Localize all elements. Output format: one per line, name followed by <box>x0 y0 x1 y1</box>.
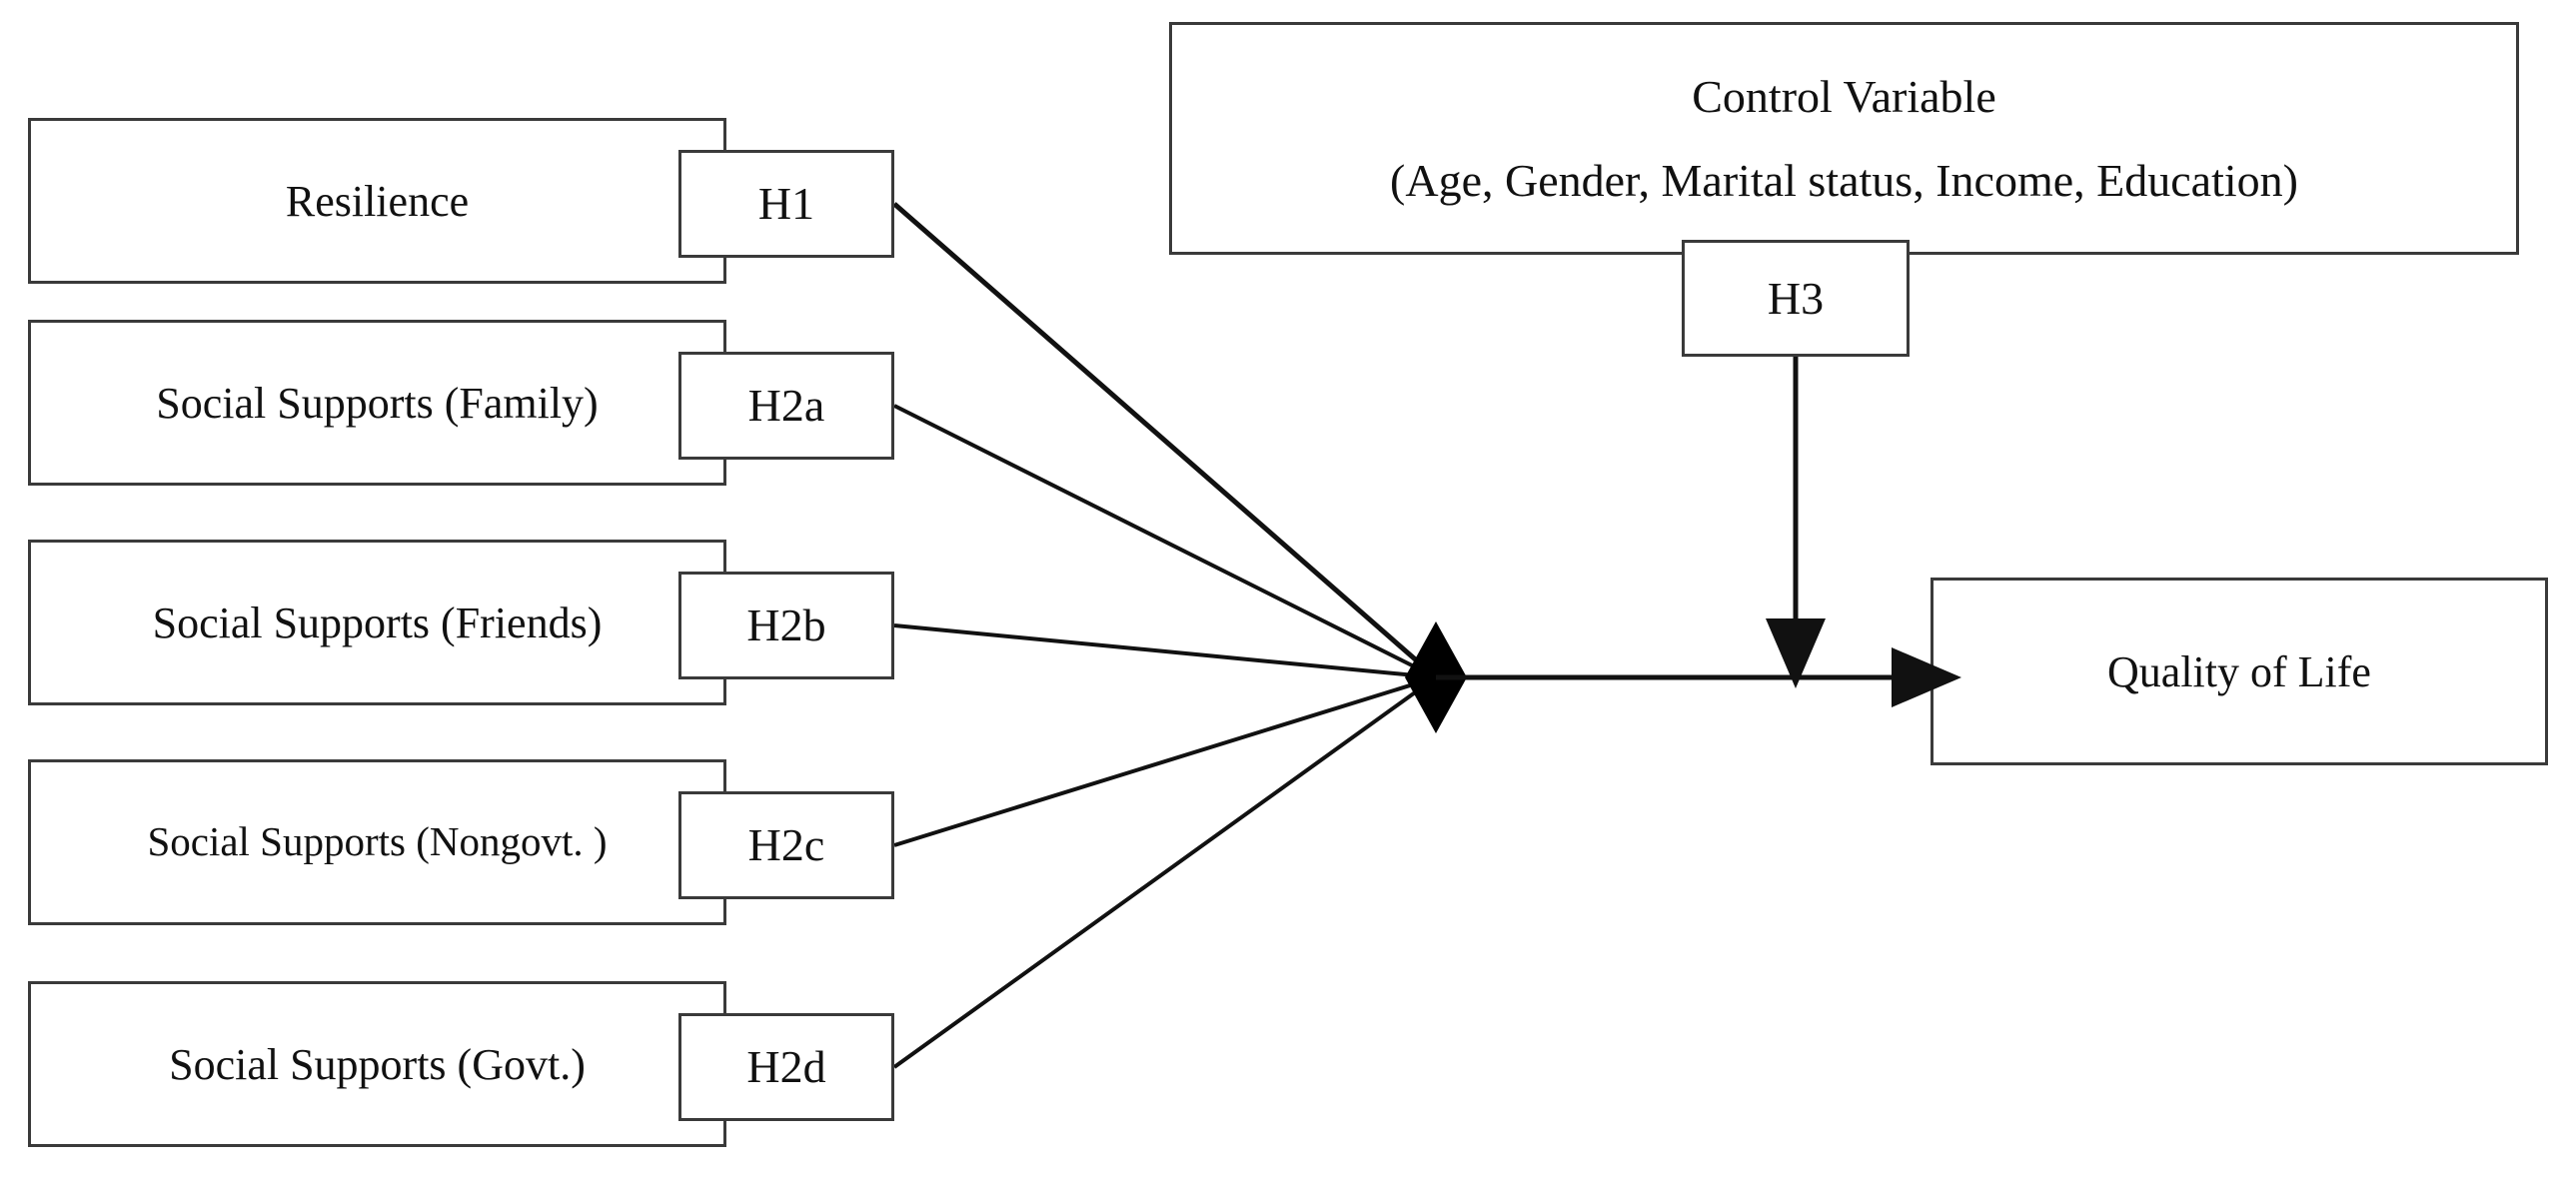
hypothesis-connector-group <box>892 202 1438 1069</box>
connector-h2d <box>892 675 1438 1069</box>
predictor-label: Social Supports (Govt.) <box>169 1039 586 1089</box>
connector-h2c <box>893 675 1437 847</box>
control-variable-title: Control Variable <box>1692 71 1996 122</box>
predictor-box-ss-govt[interactable]: Social Supports (Govt.) <box>28 981 726 1147</box>
control-variable-box[interactable]: Control Variable (Age, Gender, Marital s… <box>1169 22 2519 255</box>
outcome-box-quality-of-life[interactable]: Quality of Life <box>1931 578 2548 765</box>
connector-h2b <box>893 623 1437 679</box>
hypothesis-box-h2d[interactable]: H2d <box>678 1013 894 1121</box>
predictor-label: Resilience <box>285 176 470 226</box>
predictor-label: Social Supports (Family) <box>156 378 599 428</box>
predictor-box-resilience[interactable]: Resilience <box>28 118 726 284</box>
hypothesis-label: H2a <box>747 380 825 432</box>
connector-h2a <box>893 404 1437 679</box>
predictor-label: Social Supports (Nongovt. ) <box>147 818 608 865</box>
hypothesis-box-h2a[interactable]: H2a <box>678 352 894 460</box>
predictor-box-ss-family[interactable]: Social Supports (Family) <box>28 320 726 486</box>
hypothesis-label: H2c <box>747 819 825 871</box>
outcome-label: Quality of Life <box>2107 646 2371 696</box>
hypothesis-box-h2c[interactable]: H2c <box>678 791 894 899</box>
hypothesis-box-h3[interactable]: H3 <box>1682 240 1910 357</box>
connector-h1 <box>892 202 1438 679</box>
hypothesis-box-h1[interactable]: H1 <box>678 150 894 258</box>
hypothesis-label: H3 <box>1767 272 1825 324</box>
junction-node <box>1405 621 1467 733</box>
hypothesis-label: H2b <box>746 600 826 651</box>
hypothesis-label: H1 <box>757 178 815 230</box>
control-variable-items: (Age, Gender, Marital status, Income, Ed… <box>1390 154 2298 206</box>
hypothesis-label: H2d <box>746 1041 826 1093</box>
hypothesis-box-h2b[interactable]: H2b <box>678 572 894 679</box>
predictor-label: Social Supports (Friends) <box>152 598 603 647</box>
predictor-box-ss-nongovt[interactable]: Social Supports (Nongovt. ) <box>28 759 726 925</box>
predictor-box-ss-friends[interactable]: Social Supports (Friends) <box>28 540 726 705</box>
